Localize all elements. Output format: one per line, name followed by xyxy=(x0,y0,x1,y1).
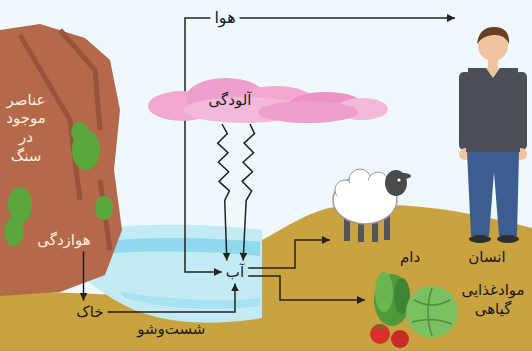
node-text: هوازدگی xyxy=(37,231,90,250)
livestock-node: دام xyxy=(330,155,430,270)
air-label: هوا xyxy=(210,6,239,30)
person-figure xyxy=(459,27,527,243)
sheep-figure xyxy=(333,169,411,242)
flow-arrow xyxy=(248,276,365,300)
water-ripple xyxy=(120,292,260,309)
flow-arrow xyxy=(218,124,230,261)
rock-elements-label: عناصر موجود در سنگ xyxy=(2,89,49,168)
node-text: هوا xyxy=(214,8,235,28)
node-text: آلودگی xyxy=(209,91,252,110)
cloud-puff xyxy=(258,101,358,123)
vegetables-figure xyxy=(370,272,458,348)
flow-arrow xyxy=(240,17,455,19)
node-text: انسان xyxy=(468,248,505,267)
water-label: آب xyxy=(222,261,248,284)
human-node: انسان xyxy=(455,8,532,270)
rock-stripe xyxy=(20,30,110,250)
node-text: عناصر موجود در سنگ xyxy=(6,91,45,166)
edge-label: شست‌وشو xyxy=(134,320,208,338)
weathering-label: هوازدگی xyxy=(33,229,94,252)
rock xyxy=(0,24,122,296)
flow-arrow xyxy=(83,251,85,300)
flow-arrow xyxy=(242,124,254,261)
flow-arrow xyxy=(108,283,235,312)
cloud-shape xyxy=(148,76,388,124)
node-text: آب xyxy=(226,263,244,282)
node-text: خاک xyxy=(76,303,103,322)
plant-food-node: موادغذایی گیاهی xyxy=(365,262,530,348)
soil-label: خاک xyxy=(72,301,107,324)
node-text: موادغذایی گیاهی xyxy=(461,281,524,319)
pollution-cloud: آلودگی xyxy=(148,76,388,124)
flow-arrow xyxy=(248,240,330,268)
flow-arrow xyxy=(185,18,222,272)
node-text: دام xyxy=(400,248,420,267)
